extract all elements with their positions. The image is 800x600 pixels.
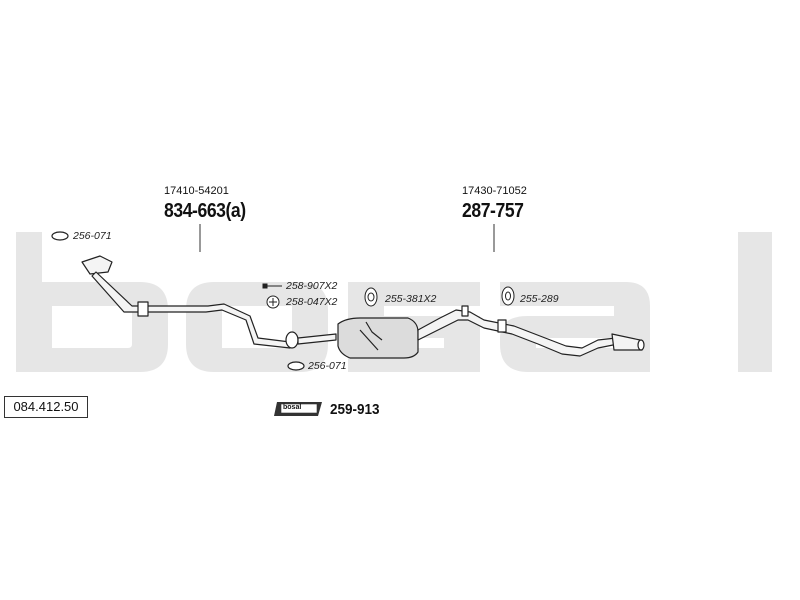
front-part-number: 834-663(a) (164, 200, 246, 222)
reference-code-box: 084.412.50 (4, 396, 88, 418)
bolt-icon (262, 283, 282, 289)
mounting-kit-code: 259-913 (330, 401, 380, 418)
accessory-code-bolt: 258-907X2 (286, 280, 338, 292)
accessory-code-spring: 258-047X2 (286, 296, 338, 308)
gasket-icon-left (51, 231, 69, 241)
leader-lines (199, 224, 495, 252)
accessory-code-gasket-left: 256-071 (73, 230, 112, 242)
mounting-kit-badge-icon (274, 402, 322, 416)
mounting-kit-brand: bosal (283, 404, 302, 411)
accessory-code-rubber-mount-middle: 255-381X2 (385, 293, 437, 305)
front-oem-number: 17410-54201 (164, 185, 229, 197)
accessory-code-rubber-mount-rear: 255-289 (520, 293, 559, 305)
rear-oem-number: 17430-71052 (462, 185, 527, 197)
middle-muffler (297, 305, 645, 359)
gasket-icon-lower (287, 361, 305, 371)
spring-icon (266, 295, 280, 309)
accessory-code-gasket-lower: 256-071 (308, 360, 347, 372)
rubber-mount-icon-rear (501, 286, 515, 306)
rear-part-number: 287-757 (462, 200, 524, 222)
rubber-mount-icon-middle (364, 287, 378, 307)
